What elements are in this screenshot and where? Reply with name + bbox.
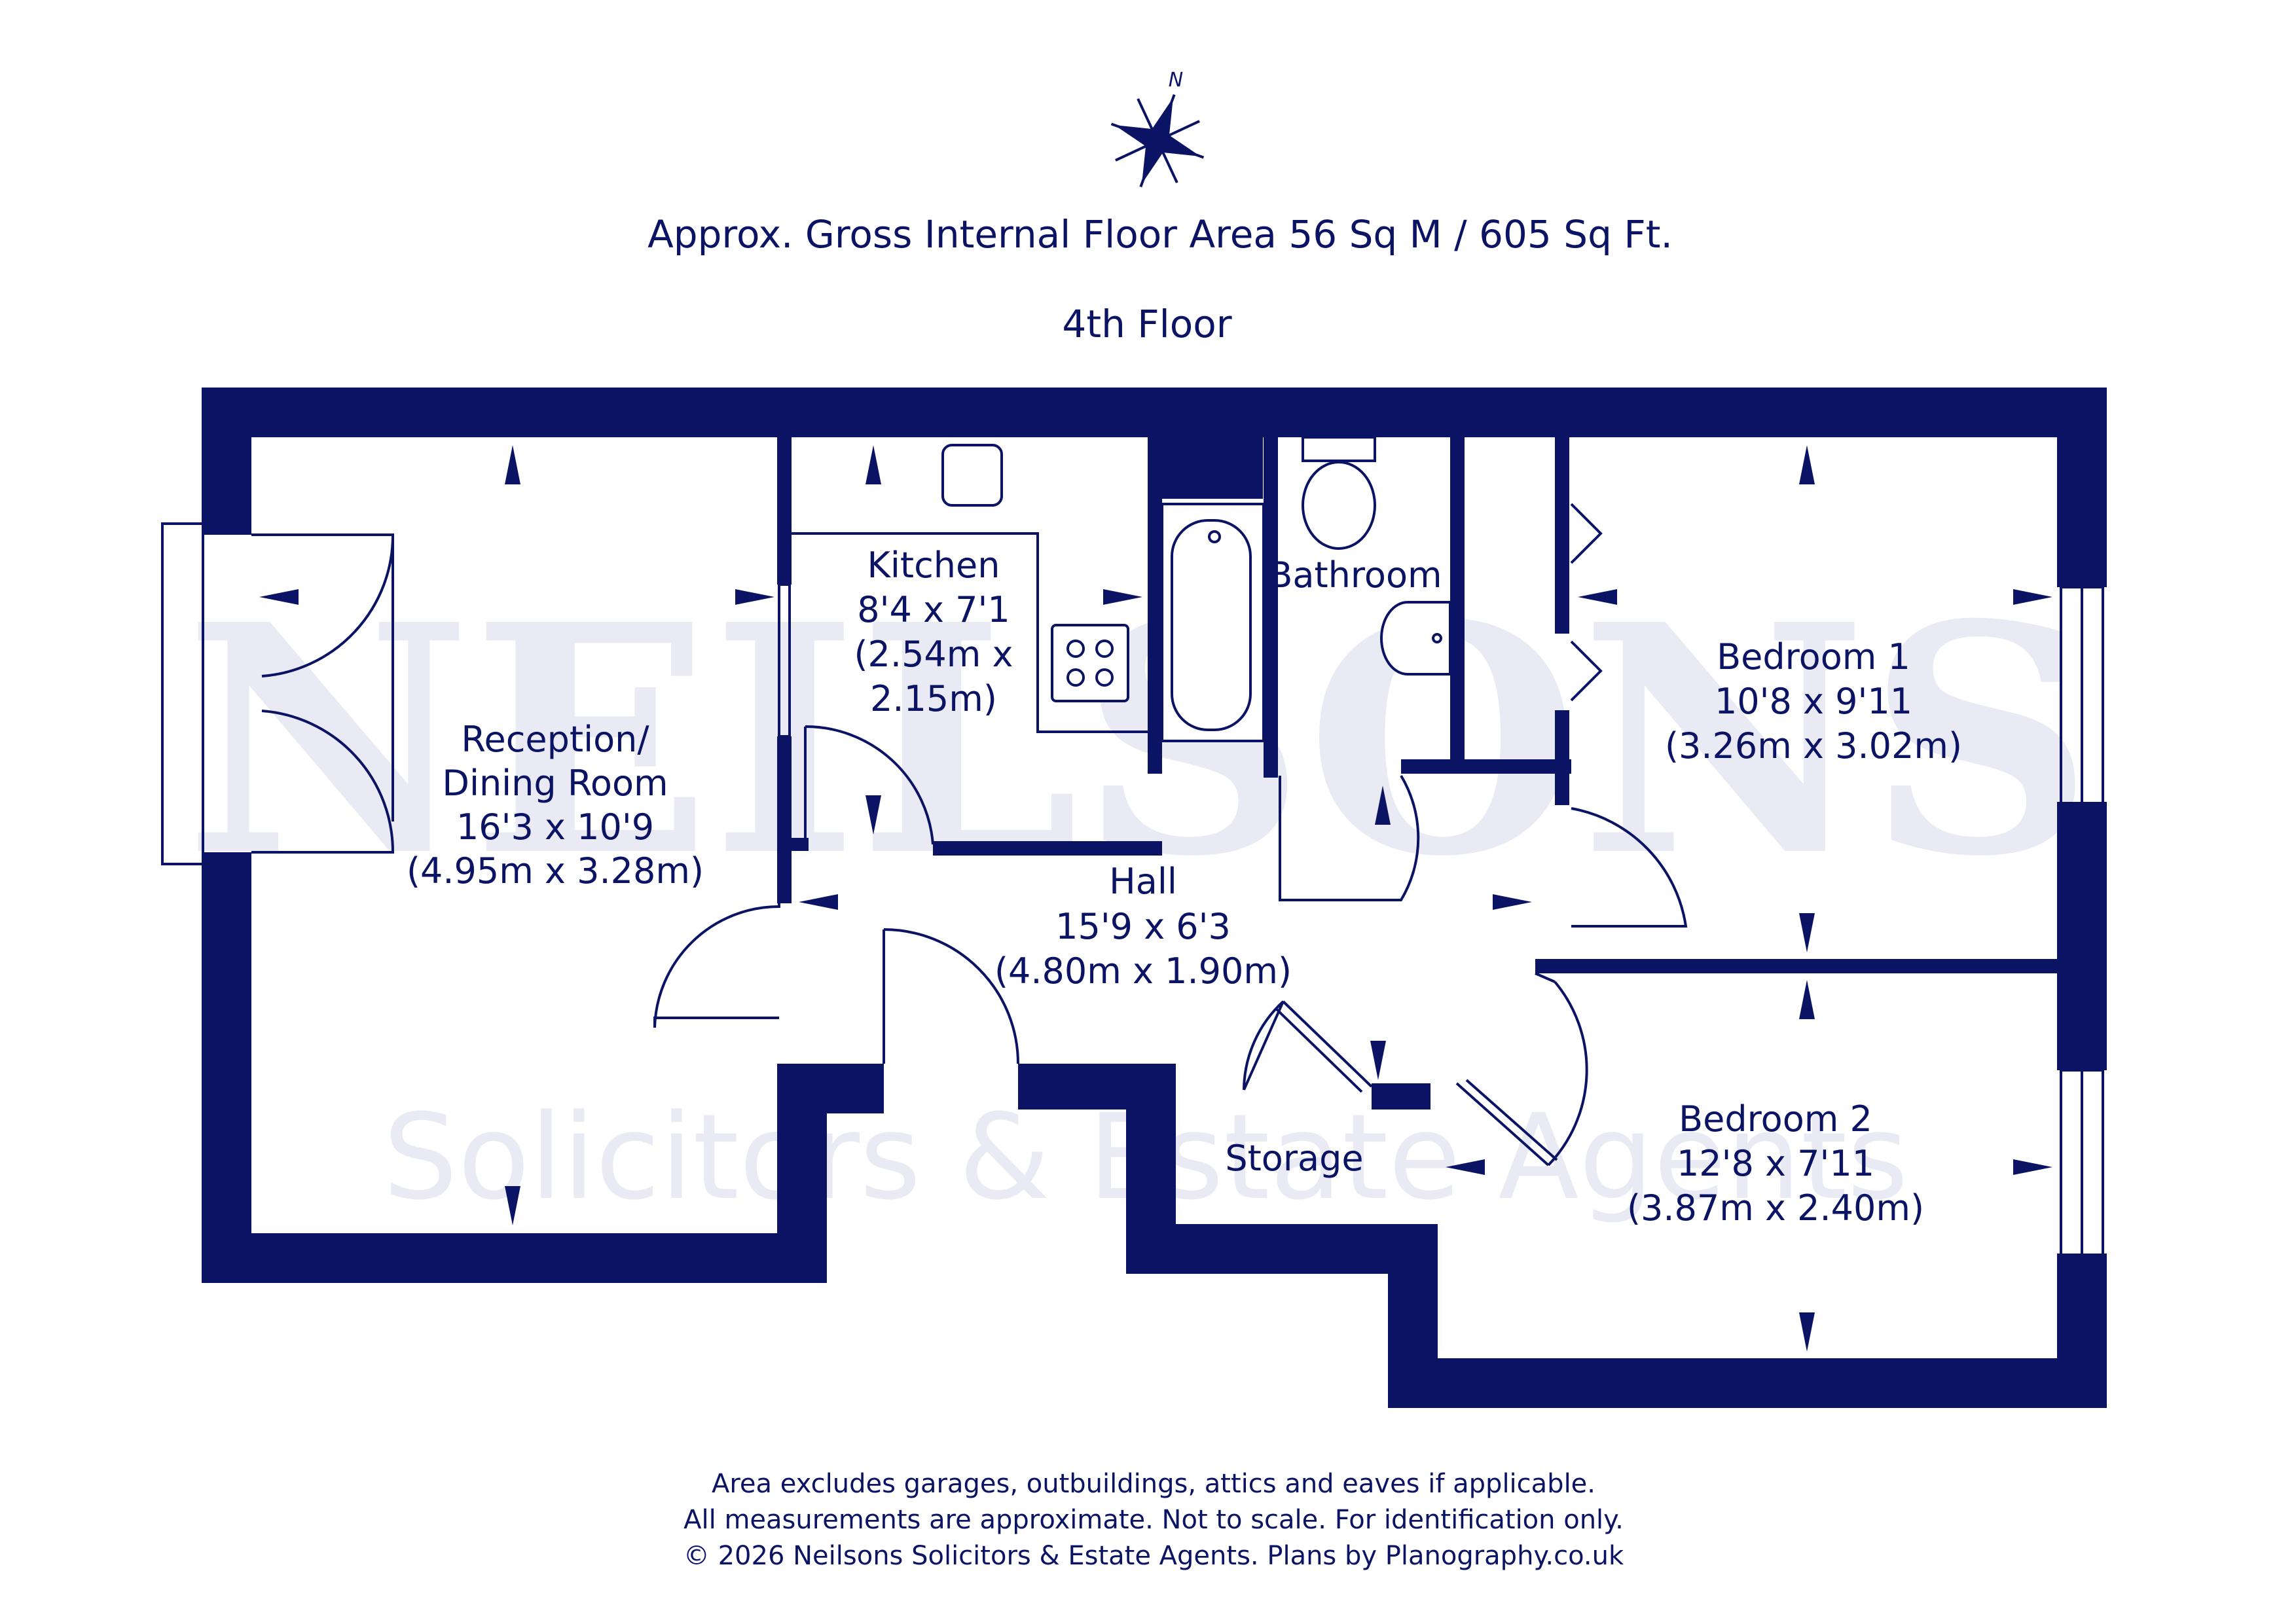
- basin-icon: [1380, 601, 1451, 676]
- kitchen-imperial: 8'4 x 7'1: [857, 589, 1010, 630]
- dimension-arrows: [259, 445, 2052, 1352]
- hall-imperial: 15'9 x 6'3: [1055, 906, 1231, 947]
- toilet-icon: [1302, 436, 1376, 462]
- compass-icon: [1110, 94, 1205, 188]
- footer-notes: Area excludes garages, outbuildings, att…: [683, 1469, 1624, 1571]
- hob-icon: [1051, 624, 1129, 702]
- storage-label: Storage: [1225, 1138, 1363, 1179]
- bedroom1-metric: (3.26m x 3.02m): [1665, 725, 1962, 767]
- bedroom2-imperial: 12'8 x 7'11: [1677, 1143, 1874, 1184]
- doors: [251, 503, 1688, 1166]
- floor-label: 4th Floor: [1062, 302, 1231, 346]
- window-kitchen: [778, 583, 791, 738]
- watermark-brand: NEILSONS: [185, 556, 2094, 926]
- walls: [202, 388, 2107, 1408]
- floor-area-title: Approx. Gross Internal Floor Area 56 Sq …: [647, 212, 1673, 257]
- window-reception: [161, 522, 204, 865]
- bathroom-label: Bathroom: [1268, 554, 1442, 596]
- hall-metric: (4.80m x 1.90m): [994, 950, 1292, 992]
- kitchen-counter: [792, 532, 1148, 733]
- bedroom1-label: Bedroom 1: [1717, 636, 1910, 677]
- room-labels: Reception/ Dining Room 16'3 x 10'9 (4.95…: [407, 545, 1962, 1229]
- footer-line-2: All measurements are approximate. Not to…: [683, 1505, 1624, 1535]
- hall-label: Hall: [1109, 861, 1177, 902]
- reception-label-line2: Dining Room: [442, 763, 668, 804]
- kitchen-metric-line2: 2.15m): [870, 678, 997, 719]
- bedroom2-metric: (3.87m x 2.40m): [1627, 1187, 1924, 1229]
- reception-imperial: 16'3 x 10'9: [456, 806, 654, 848]
- reception-metric: (4.95m x 3.28m): [407, 850, 704, 892]
- sink-icon: [941, 444, 1003, 507]
- compass-north-label: N: [1169, 69, 1183, 92]
- fixtures: [792, 436, 1451, 742]
- kitchen-metric-line1: (2.54m x: [854, 634, 1013, 675]
- reception-label-line1: Reception/: [461, 719, 649, 760]
- kitchen-label: Kitchen: [867, 545, 1000, 586]
- bedroom2-label: Bedroom 2: [1679, 1098, 1872, 1140]
- footer-line-1: Area excludes garages, outbuildings, att…: [712, 1469, 1595, 1499]
- bedroom1-imperial: 10'8 x 9'11: [1715, 681, 1912, 722]
- windows: [161, 522, 2104, 1256]
- footer-line-3: © 2026 Neilsons Solicitors & Estate Agen…: [683, 1541, 1624, 1571]
